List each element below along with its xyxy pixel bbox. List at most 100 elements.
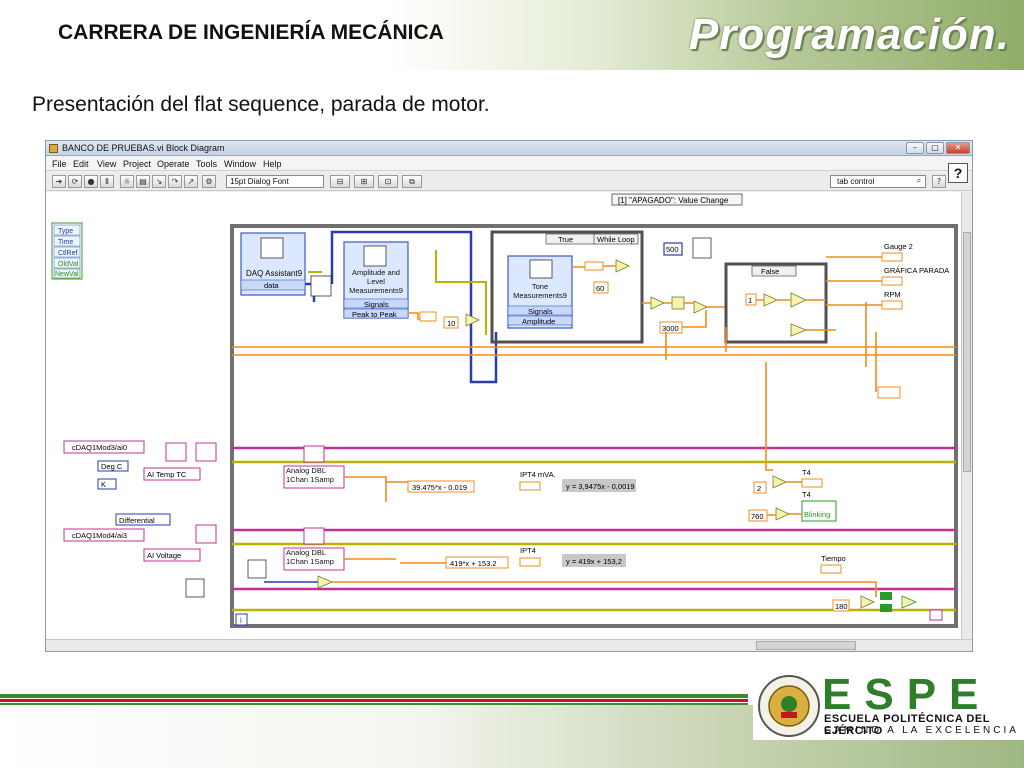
distribute-icon[interactable]: ⊞ <box>354 175 374 188</box>
search-input[interactable]: tab control <box>830 175 926 188</box>
red-stripe <box>0 699 748 702</box>
olive-wire-upper <box>435 250 487 335</box>
case-false-label: False <box>761 267 779 276</box>
tick-count-icon-2 <box>185 578 205 598</box>
menu-tools[interactable]: Tools <box>196 159 218 169</box>
window-titlebar[interactable]: BANCO DE PRUEBAS.vi Block Diagram – □ ✕ <box>46 141 972 156</box>
resize-icon[interactable]: ⊡ <box>378 175 398 188</box>
const-1-text: 1 <box>748 296 752 305</box>
clean-diagram-icon[interactable]: ⚙ <box>202 175 216 188</box>
const-10 <box>443 316 459 329</box>
const-3000-text: 3000 <box>662 324 679 333</box>
menu-file[interactable]: File <box>52 159 67 169</box>
abort-icon[interactable]: ● <box>84 175 98 188</box>
const-60-text: 60 <box>596 284 604 293</box>
slide-subtitle: Presentación del flat sequence, parada d… <box>32 93 490 116</box>
event-ctlref: CtlRef <box>58 250 78 257</box>
indicator-grafica: GRÁFICA PARADA <box>884 266 949 275</box>
menu-view[interactable]: View <box>97 159 117 169</box>
search-icon[interactable]: ⌕ <box>916 176 922 185</box>
channel-2-text: cDAQ1Mod4/ai3 <box>72 531 127 540</box>
block-diagram: [1] "APAGADO": Value Change Type Time Ct… <box>51 193 958 628</box>
ai-temp-text: AI Temp TC <box>147 470 187 479</box>
retain-wire-icon[interactable]: ▤ <box>136 175 150 188</box>
while-loop-label: While Loop <box>597 235 635 244</box>
close-button[interactable]: ✕ <box>946 142 970 154</box>
labview-window: BANCO DE PRUEBAS.vi Block Diagram – □ ✕ … <box>45 140 973 652</box>
indicator-rpm: RPM <box>884 290 901 299</box>
indicator-tiempo: Tiempo <box>821 554 846 563</box>
section-title: Programación. <box>688 10 1010 59</box>
step-into-icon[interactable]: ↘ <box>152 175 166 188</box>
vertical-scrollbar[interactable] <box>961 192 972 640</box>
const-500 <box>663 242 683 256</box>
maximize-button[interactable]: □ <box>926 142 944 154</box>
formula-2 <box>445 556 509 569</box>
event-oldval: OldVal <box>58 261 79 268</box>
read-block-2-label: Analog DBL 1Chan 1Samp <box>286 548 334 566</box>
indicator-t4-b: T4 <box>802 490 811 499</box>
bundle-node <box>877 386 901 399</box>
case-structure-false <box>724 262 828 344</box>
event-time: Time <box>58 239 73 246</box>
amplitude-port-signals: Signals <box>364 300 389 309</box>
while-loop <box>490 230 644 344</box>
highlight-bulb-icon[interactable]: ☼ <box>120 175 134 188</box>
brand-espe: ESPE <box>822 670 992 719</box>
const-60 <box>593 281 609 294</box>
step-over-icon[interactable]: ↷ <box>168 175 182 188</box>
indicator-ipt4: IPT4 <box>520 546 536 555</box>
tone-port-signals: Signals <box>528 307 553 316</box>
green-stripe-2 <box>0 703 748 705</box>
const-2-text: 2 <box>757 484 761 493</box>
channel-1-text: cDAQ1Mod3/ai0 <box>72 443 127 452</box>
step-out-icon[interactable]: ↗ <box>184 175 198 188</box>
event-selector-label: [1] "APAGADO": Value Change <box>618 196 729 205</box>
menu-bar: File Edit View Project Operate Tools Win… <box>46 157 972 171</box>
const-180 <box>832 599 850 612</box>
block-diagram-canvas[interactable]: [1] "APAGADO": Value Change Type Time Ct… <box>46 192 962 640</box>
minimize-button[interactable]: – <box>906 142 924 154</box>
channel-1-constant <box>63 440 145 454</box>
units-text: Deg C <box>101 462 123 471</box>
equation-2-text: y = 419x + 153,2 <box>566 557 622 566</box>
read-block-1-label: Analog DBL 1Chan 1Samp <box>286 466 334 484</box>
school-motto: CAMINO A LA EXCELENCIA <box>824 725 1019 736</box>
terminal-config-text: Differential <box>119 516 155 525</box>
menu-help[interactable]: Help <box>263 159 282 169</box>
toolbar: ➜ ⟳ ● Ⅱ ☼ ▤ ↘ ↷ ↗ ⚙ 15pt Dialog Font ⊟ ⊞… <box>46 172 972 191</box>
const-2 <box>753 481 767 494</box>
channel-2-constant <box>63 528 145 542</box>
indicator-t4-a: T4 <box>802 468 811 477</box>
help-icon[interactable]: ? <box>948 163 968 183</box>
menu-project[interactable]: Project <box>123 159 152 169</box>
indicator-gauge2: Gauge 2 <box>884 242 913 251</box>
window-title: BANCO DE PRUEBAS.vi Block Diagram <box>62 143 225 153</box>
horizontal-scrollbar[interactable] <box>46 639 972 651</box>
amplitude-port-p2p: Peak to Peak <box>352 310 397 319</box>
pause-icon[interactable]: Ⅱ <box>100 175 114 188</box>
reorder-icon[interactable]: ⧉ <box>402 175 422 188</box>
const-500-text: 500 <box>666 245 679 254</box>
thermo-type-text: K <box>101 480 106 489</box>
const-180-text: 180 <box>835 602 848 611</box>
menu-operate[interactable]: Operate <box>157 159 190 169</box>
compare-node <box>465 313 480 327</box>
career-title: CARRERA DE INGENIERÍA MECÁNICA <box>58 21 444 44</box>
context-help-icon[interactable]: ? <box>932 175 946 188</box>
align-icon[interactable]: ⊟ <box>330 175 350 188</box>
ai-voltage-text: AI Voltage <box>147 551 181 560</box>
labview-vi-icon <box>49 144 58 153</box>
menu-window[interactable]: Window <box>224 159 257 169</box>
font-select[interactable]: 15pt Dialog Font <box>226 175 324 188</box>
logo-area <box>753 670 1024 740</box>
equation-1-box <box>562 479 636 492</box>
const-10-text: 10 <box>447 319 455 328</box>
tick-count-icon <box>247 559 267 579</box>
info-icon-text: i <box>240 616 242 625</box>
run-continuous-icon[interactable]: ⟳ <box>68 175 82 188</box>
menu-edit[interactable]: Edit <box>73 159 89 169</box>
run-arrow-icon[interactable]: ➜ <box>52 175 66 188</box>
formula-2-text: 419*x + 153.2 <box>450 559 497 568</box>
